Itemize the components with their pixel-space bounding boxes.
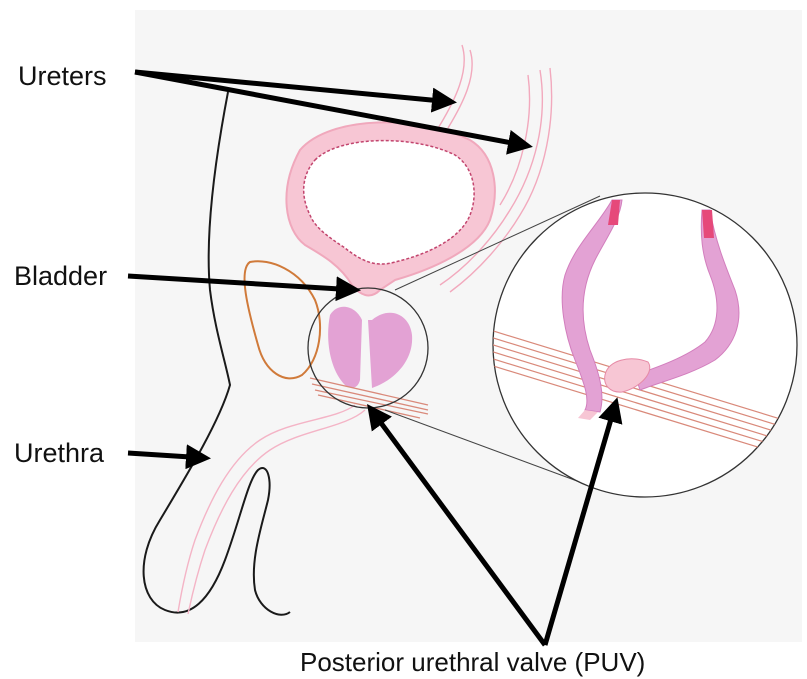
ureters-label: Ureters — [18, 63, 107, 90]
magnified-view — [490, 193, 800, 497]
urethra-label: Urethra — [14, 440, 104, 467]
puv-label: Posterior urethral valve (PUV) — [300, 649, 645, 675]
bladder-label: Bladder — [14, 263, 107, 290]
